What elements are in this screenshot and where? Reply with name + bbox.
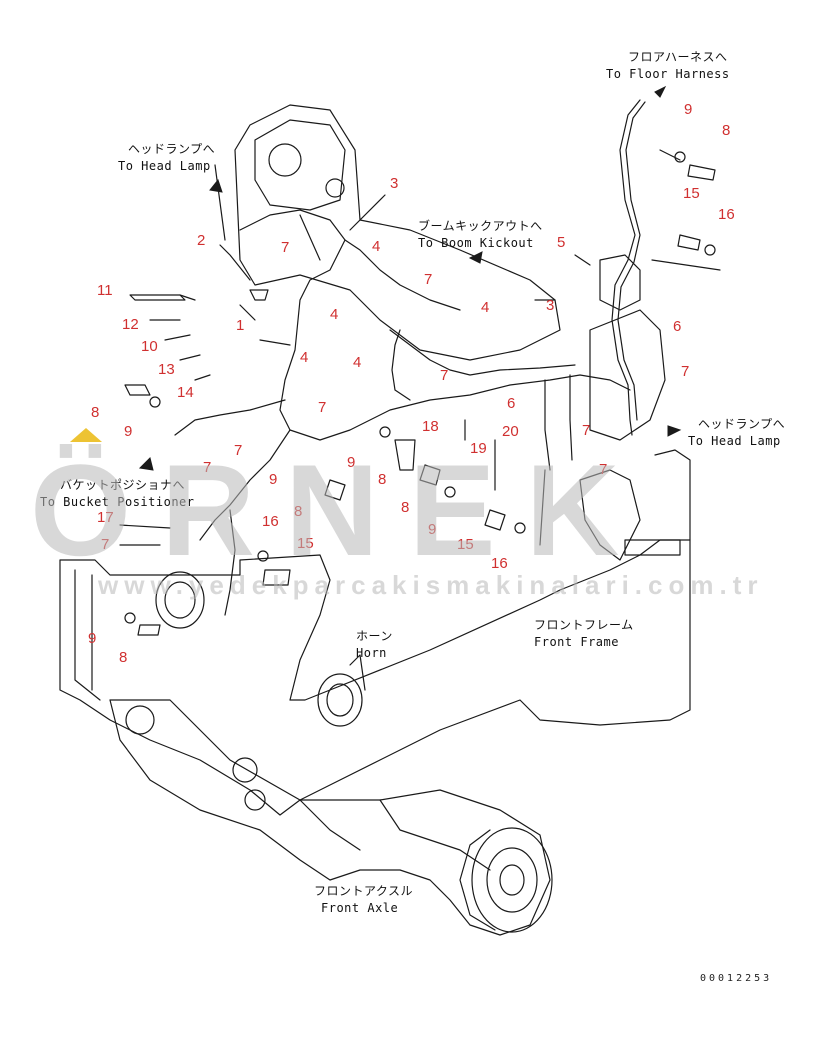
callout-11: 11 [97, 282, 113, 299]
callout-6: 6 [673, 318, 682, 335]
head-lamp-right-label-en: To Head Lamp [688, 434, 781, 448]
front-frame-label-jp: フロントフレーム [534, 618, 634, 632]
front-frame-label-en: Front Frame [534, 635, 619, 649]
front-axle [109, 699, 551, 936]
horn-right [317, 673, 363, 727]
callout-10: 10 [141, 338, 158, 355]
callout-9: 9 [269, 471, 278, 488]
callout-8: 8 [401, 499, 410, 516]
main-harness [239, 209, 631, 441]
callout-4: 4 [330, 306, 339, 323]
horn-left [155, 571, 205, 629]
callout-9: 9 [88, 630, 97, 647]
callout-4: 4 [353, 354, 362, 371]
watermark-url: www.yedekparcakismakinalari.com.tr [98, 570, 764, 600]
callout-17: 17 [97, 509, 114, 526]
watermark-accent [70, 428, 102, 442]
callout-1: 1 [236, 317, 245, 334]
callout-8: 8 [722, 122, 731, 139]
head-lamp-right-label-jp: ヘッドランプへ [698, 417, 786, 431]
callout-15: 15 [297, 535, 314, 552]
floor-harness-label-en: To Floor Harness [606, 67, 730, 81]
callout-8: 8 [91, 404, 100, 421]
callout-8: 8 [119, 649, 128, 666]
head-lamp-left-label-en: To Head Lamp [118, 159, 211, 173]
callout-16: 16 [491, 555, 508, 572]
callout-9: 9 [124, 423, 133, 440]
callout-7: 7 [681, 363, 690, 380]
callout-18: 18 [422, 418, 439, 435]
callout-7: 7 [599, 461, 608, 478]
callout-4: 4 [372, 238, 381, 255]
axle-hub [471, 827, 553, 933]
callout-2: 2 [197, 232, 206, 249]
bucket-positioner-label-jp: バケットポジショナへ [60, 478, 186, 492]
callout-3: 3 [390, 175, 399, 192]
boom-kickout-label-en: To Boom Kickout [418, 236, 534, 250]
boom-tower [234, 104, 561, 361]
boom-kickout-label-jp: ブームキックアウトへ [418, 219, 543, 233]
bucket-positioner-label-en: To Bucket Positioner [40, 495, 195, 509]
callout-7: 7 [440, 367, 449, 384]
callout-9: 9 [347, 454, 356, 471]
callout-4: 4 [300, 349, 309, 366]
callout-8: 8 [378, 471, 387, 488]
floor-harness-label-jp: フロアハーネスへ [628, 50, 728, 64]
callout-20: 20 [502, 423, 519, 440]
callout-7: 7 [318, 399, 327, 416]
callout-8: 8 [294, 503, 303, 520]
callout-3: 3 [546, 297, 555, 314]
callout-15: 15 [457, 536, 474, 553]
drawing-code: 00012253 [700, 973, 773, 984]
callout-7: 7 [234, 442, 243, 459]
callout-13: 13 [158, 361, 175, 378]
callout-7: 7 [203, 459, 212, 476]
callout-14: 14 [177, 384, 194, 401]
callout-4: 4 [481, 299, 490, 316]
horn-label-en: Horn [356, 646, 387, 660]
callout-9: 9 [428, 521, 437, 538]
callout-6: 6 [507, 395, 516, 412]
callout-5: 5 [557, 234, 566, 251]
callout-12: 12 [122, 316, 139, 333]
horn-label-jp: ホーン [356, 629, 393, 643]
callout-7: 7 [424, 271, 433, 288]
watermark-brand: ÖRNEK [30, 437, 650, 583]
callout-15: 15 [683, 185, 700, 202]
callout-7: 7 [582, 422, 591, 439]
callout-16: 16 [718, 206, 735, 223]
front-axle-label-jp: フロントアクスル [314, 884, 414, 898]
head-lamp-left-label-jp: ヘッドランプへ [128, 142, 216, 156]
callout-7: 7 [101, 536, 110, 553]
callout-9: 9 [684, 101, 693, 118]
floor-harness-cable [611, 99, 641, 436]
callout-16: 16 [262, 513, 279, 530]
callout-19: 19 [470, 440, 487, 457]
callout-7: 7 [281, 239, 290, 256]
front-axle-label-en: Front Axle [321, 901, 399, 915]
